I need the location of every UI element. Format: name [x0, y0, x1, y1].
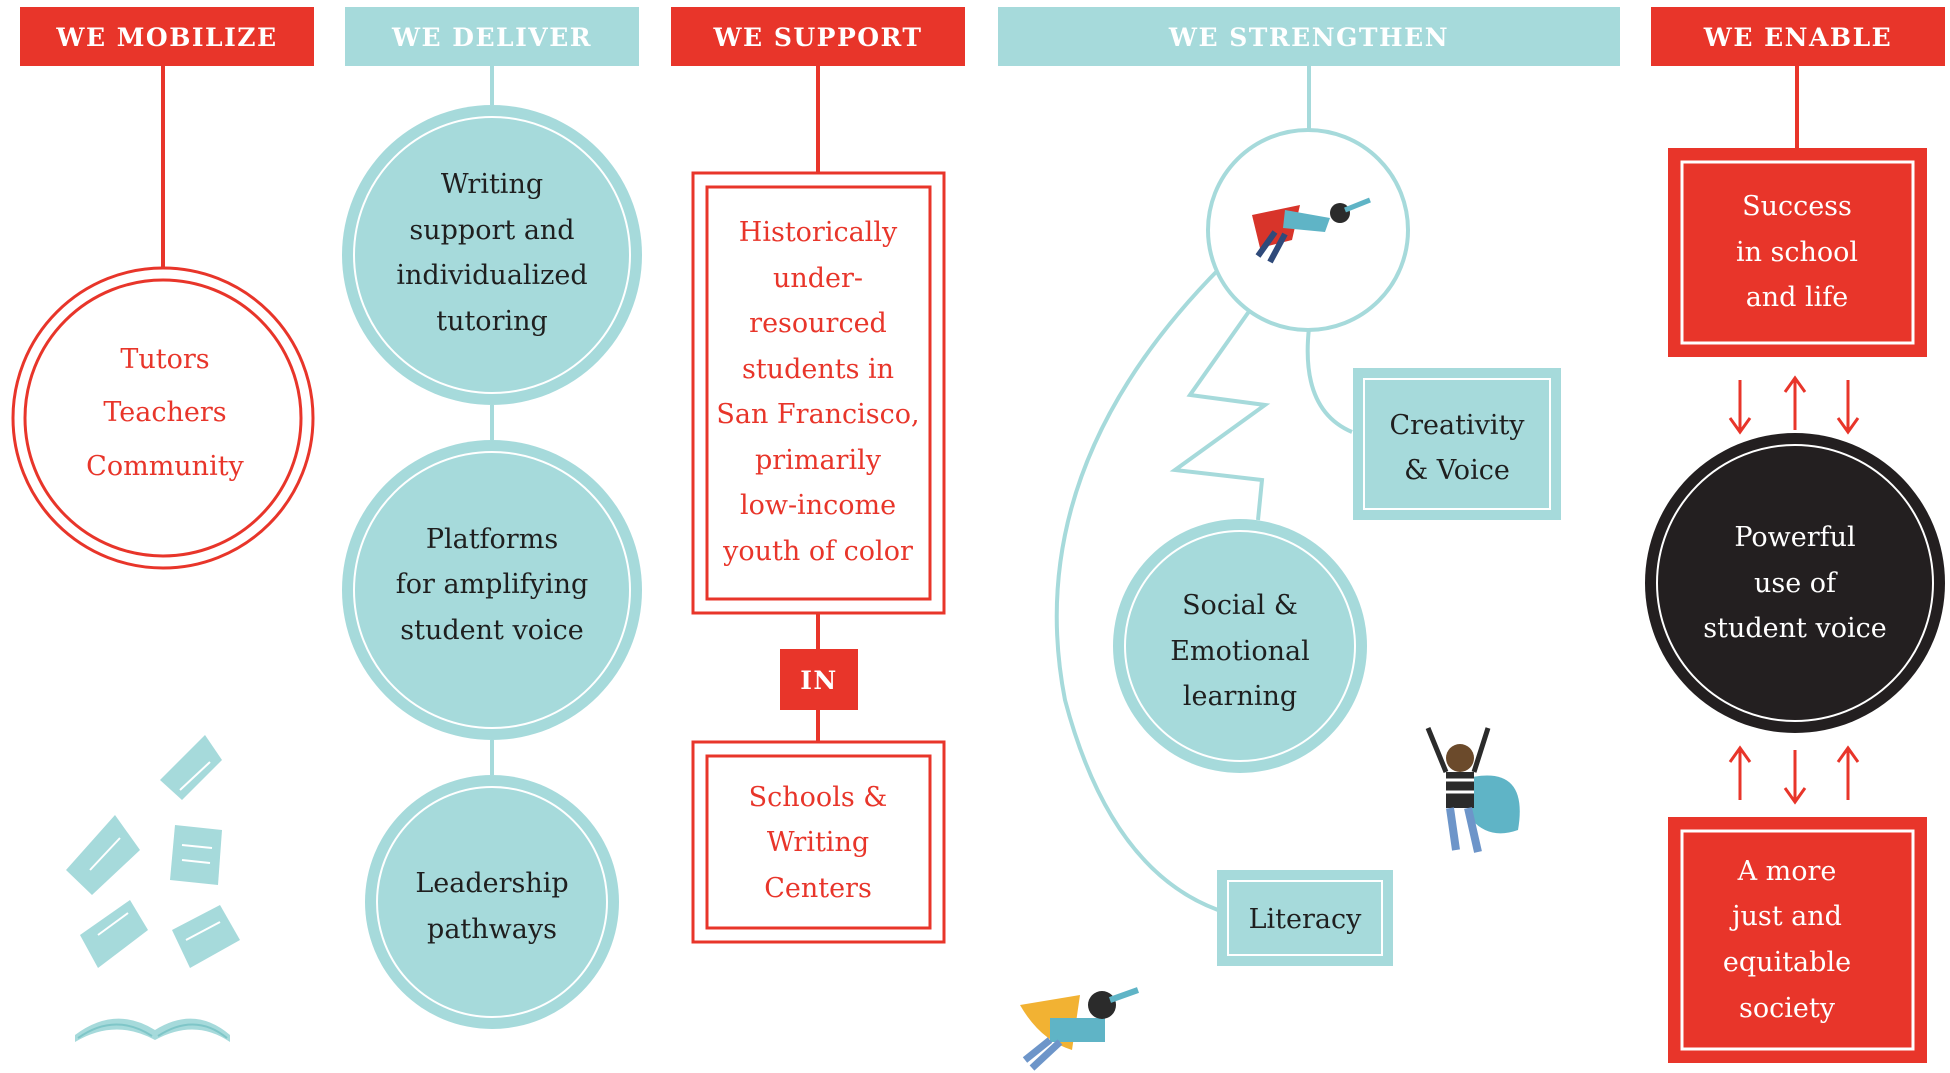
open-book-icon — [75, 1018, 230, 1042]
strengthen-creativity-box: Creativity & Voice — [1353, 368, 1561, 520]
strengthen-social-line-2: Emotional — [1170, 636, 1309, 667]
enable-voice-line-1: Powerful — [1734, 522, 1855, 553]
support-in-badge: IN — [780, 649, 858, 710]
strengthen-literacy-box: Literacy — [1217, 870, 1393, 966]
deliver-leadership-line-1: Leadership — [415, 868, 568, 899]
deliver-writing-line-4: tutoring — [436, 306, 548, 337]
support-schools-line-1: Schools & — [749, 782, 888, 813]
support-students-line-1: Historically — [739, 217, 898, 248]
strengthen-creativity-line-1: Creativity — [1389, 410, 1525, 441]
flying-papers-icon — [66, 735, 240, 968]
support-students-line-4: students in — [742, 354, 894, 385]
enable-success-line-1: Success — [1742, 191, 1852, 222]
header-we-enable-label: WE ENABLE — [1703, 23, 1892, 52]
flying-kid-icon — [1020, 987, 1140, 1071]
strengthen-social-line-3: learning — [1183, 681, 1297, 712]
enable-success-line-2: in school — [1736, 237, 1858, 268]
header-we-strengthen-label: WE STRENGTHEN — [1168, 23, 1449, 52]
arrow-down-icon — [1836, 380, 1860, 435]
enable-society-line-3: equitable — [1723, 947, 1851, 978]
strengthen-creativity-line-2: & Voice — [1404, 455, 1510, 486]
enable-voice-line-2: use of — [1754, 568, 1838, 599]
enable-society-line-2: just and — [1729, 901, 1842, 932]
header-we-enable: WE ENABLE — [1651, 7, 1945, 66]
cheering-kid-icon — [1425, 727, 1520, 853]
deliver-platforms-line-3: student voice — [400, 615, 583, 646]
enable-voice-circle: Powerful use of student voice — [1645, 433, 1945, 733]
enable-arrows-top — [1728, 375, 1860, 435]
enable-arrows-bottom — [1728, 745, 1860, 805]
support-students-line-8: youth of color — [722, 536, 913, 567]
deliver-platforms-circle: Platforms for amplifying student voice — [342, 440, 642, 740]
strengthen-social-line-1: Social & — [1182, 590, 1298, 621]
support-students-line-5: San Francisco, — [716, 399, 919, 430]
arrow-up-icon — [1783, 375, 1807, 430]
mobilize-line-community: Community — [86, 451, 244, 482]
support-schools-line-3: Centers — [764, 873, 872, 904]
deliver-leadership-line-2: pathways — [427, 914, 557, 945]
header-we-mobilize: WE MOBILIZE — [20, 7, 314, 66]
strengthen-connectors — [1054, 66, 1353, 912]
flying-hero-icon — [1252, 197, 1371, 264]
enable-success-box: Success in school and life — [1668, 148, 1927, 357]
enable-society-line-1: A more — [1737, 856, 1837, 887]
support-students-line-3: resourced — [749, 308, 887, 339]
arrow-down-icon — [1783, 750, 1807, 805]
support-students-line-6: primarily — [755, 445, 882, 476]
deliver-platforms-line-2: for amplifying — [396, 569, 589, 600]
header-we-deliver: WE DELIVER — [345, 7, 639, 66]
support-students-box: Historically under- resourced students i… — [691, 171, 946, 615]
mobilize-line-teachers: Teachers — [103, 397, 226, 428]
header-we-strengthen: WE STRENGTHEN — [998, 7, 1620, 66]
header-we-support: WE SUPPORT — [671, 7, 965, 66]
mobilize-circle: Tutors Teachers Community — [11, 266, 315, 570]
support-in-label: IN — [800, 666, 838, 695]
enable-society-line-4: society — [1739, 993, 1836, 1024]
arrow-up-icon — [1836, 745, 1860, 800]
header-we-deliver-label: WE DELIVER — [391, 23, 592, 52]
deliver-writing-line-3: individualized — [396, 260, 587, 291]
deliver-platforms-line-1: Platforms — [426, 524, 558, 555]
mobilize-line-tutors: Tutors — [120, 344, 209, 375]
strengthen-literacy-label: Literacy — [1249, 904, 1363, 935]
deliver-leadership-circle: Leadership pathways — [365, 775, 619, 1029]
deliver-writing-circle: Writing support and individualized tutor… — [342, 105, 642, 405]
arrow-up-icon — [1728, 745, 1752, 800]
support-schools-line-2: Writing — [767, 827, 869, 858]
support-students-line-7: low-income — [740, 490, 896, 521]
deliver-writing-line-2: support and — [409, 215, 574, 246]
deliver-writing-line-1: Writing — [441, 169, 543, 200]
header-we-mobilize-label: WE MOBILIZE — [55, 23, 277, 52]
support-students-line-2: under- — [773, 263, 863, 294]
enable-society-box: A more just and equitable society — [1668, 817, 1927, 1063]
enable-voice-line-3: student voice — [1703, 613, 1886, 644]
arrow-down-icon — [1728, 380, 1752, 435]
strengthen-social-circle: Social & Emotional learning — [1113, 519, 1367, 773]
support-schools-box: Schools & Writing Centers — [691, 740, 946, 944]
enable-success-line-3: and life — [1746, 282, 1849, 313]
header-we-support-label: WE SUPPORT — [712, 23, 922, 52]
